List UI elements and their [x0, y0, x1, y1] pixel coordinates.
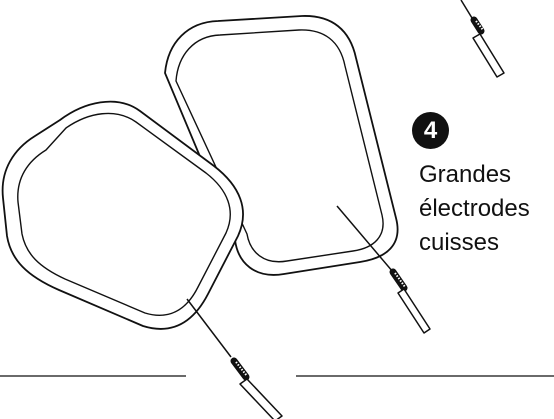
top-cable-fragment	[461, 0, 504, 77]
step-number-badge: 4	[412, 112, 449, 149]
caption-line-2: électrodes	[419, 192, 554, 226]
caption-line-1: Grandes	[419, 158, 554, 192]
step-caption: Grandes électrodes cuisses	[419, 158, 554, 260]
caption-line-3: cuisses	[419, 226, 554, 260]
